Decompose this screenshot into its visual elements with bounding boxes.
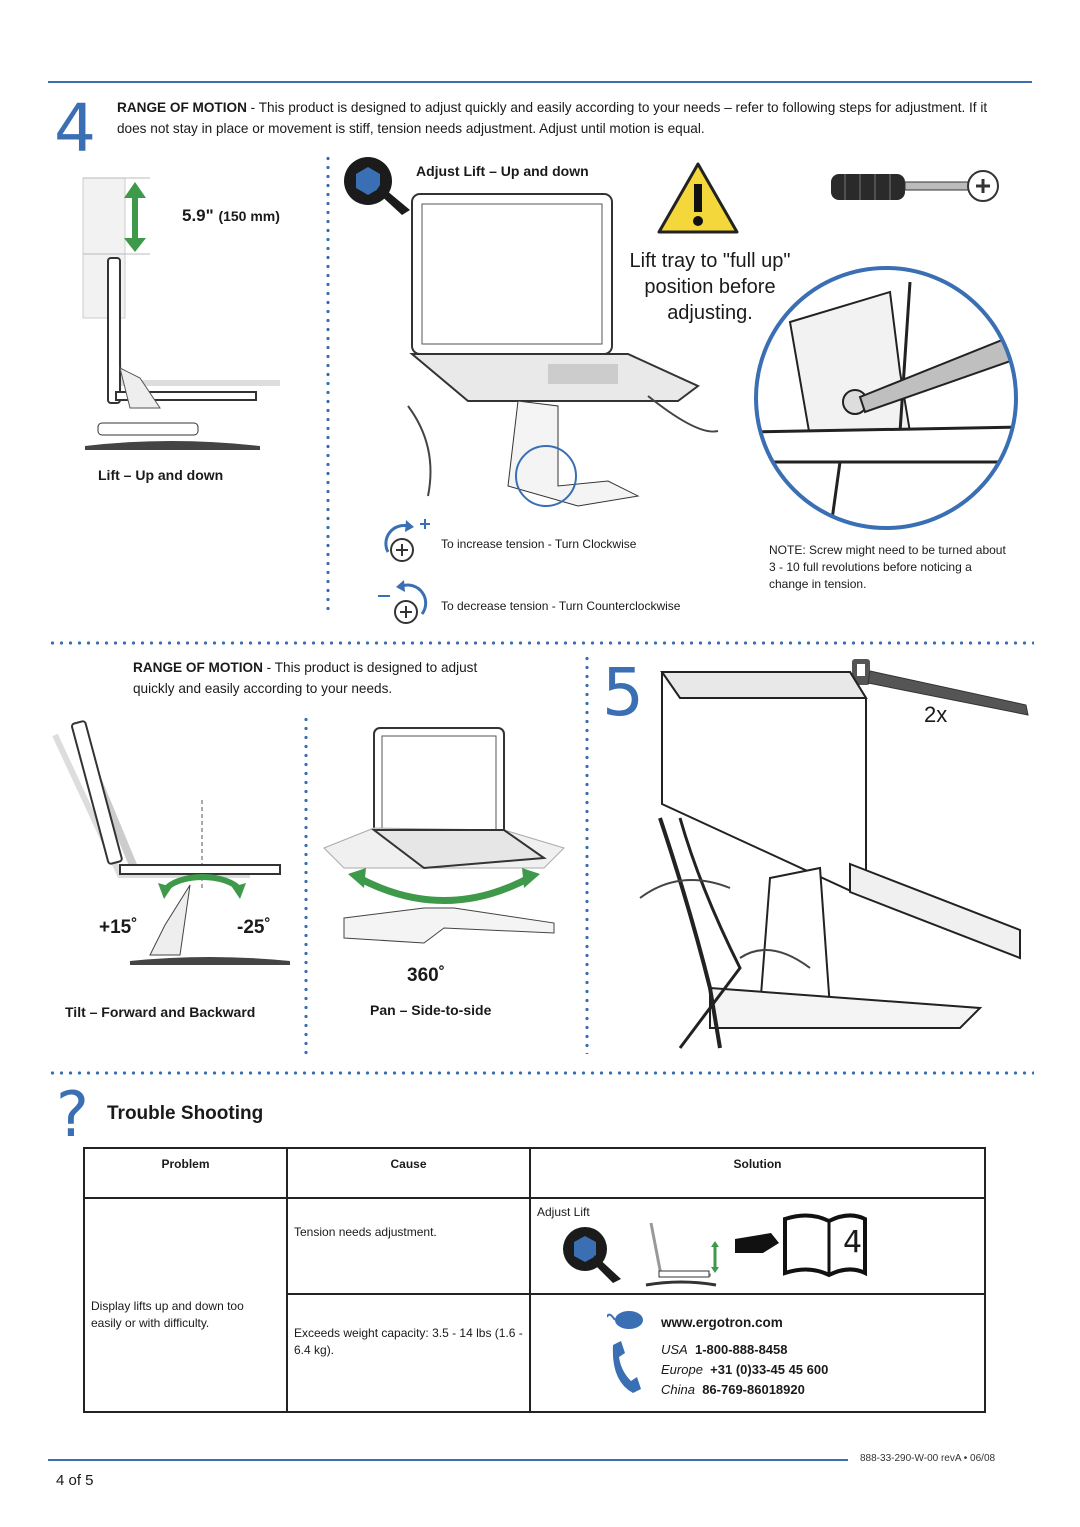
problem-cell: Display lifts up and down too easily or … [83, 1197, 288, 1413]
cause-text-2: Exceeds weight capacity: 3.5 - 14 lbs (1… [294, 1326, 523, 1357]
cable-management-illustration [639, 671, 1021, 1049]
tilt-plus: +15˚ [99, 917, 138, 938]
table-row: Display lifts up and down too easily or … [83, 1197, 986, 1413]
warning-text: Lift tray to "full up" position before a… [605, 248, 815, 326]
contact-china: China 86-769-86018920 [661, 1380, 828, 1400]
pan-caption: Pan – Side-to-side [370, 1002, 492, 1018]
phone-icon [612, 1341, 641, 1393]
step4-intro: RANGE OF MOTION - This product is design… [117, 97, 1017, 139]
tilt-minus: -25˚ [237, 917, 271, 938]
page-number: 4 of 5 [56, 1472, 94, 1489]
region-usa: USA [661, 1342, 688, 1357]
pan-angle: 360˚ [407, 965, 446, 986]
doc-number: 888-33-290-W-00 revA • 06/08 [860, 1453, 996, 1464]
divider-vertical [326, 154, 330, 612]
lift-height-mm: (150 mm) [218, 208, 280, 224]
increase-tension-text: To increase tension - Turn Clockwise [441, 537, 637, 551]
lift-arrow-icon [124, 182, 146, 252]
region-europe: Europe [661, 1362, 703, 1377]
warning-line-2: position before [644, 276, 776, 298]
header-solution: Solution [529, 1147, 986, 1199]
divider-vertical-2 [304, 715, 308, 1055]
contact-usa: USA 1-800-888-8458 [661, 1340, 828, 1360]
decrease-tension-text: To decrease tension - Turn Counterclockw… [441, 599, 681, 613]
lift-height-inches: 5.9" [182, 206, 214, 225]
problem-text: Display lifts up and down too easily or … [91, 1299, 244, 1330]
lift-height: 5.9" (150 mm) [182, 206, 280, 226]
motion-text: - This product is designed to adjust qui… [133, 660, 478, 696]
cause-cell-1: Tension needs adjustment. [286, 1197, 531, 1295]
lift-caption: Lift – Up and down [98, 467, 224, 483]
divider-vertical-3 [585, 654, 589, 1054]
motion-intro: RANGE OF MOTION - This product is design… [133, 657, 483, 699]
divider-horizontal-1 [48, 641, 1034, 645]
phone-usa[interactable]: 1-800-888-8458 [694, 1342, 788, 1357]
tilt-caption: Tilt – Forward and Backward [65, 1004, 256, 1020]
solution-adjust-lift-label: Adjust Lift [537, 1205, 590, 1219]
troubleshooting-table: Problem Cause Solution Display lifts up … [83, 1147, 986, 1413]
warning-icon [657, 162, 739, 234]
footer-rule [48, 1459, 848, 1461]
pan-illustration [323, 727, 565, 944]
see-step-book-icon [735, 1213, 867, 1278]
adjust-title: Adjust Lift – Up and down [416, 163, 589, 179]
step-number: 4 [54, 90, 96, 167]
phone-europe[interactable]: +31 (0)33-45 45 600 [710, 1362, 829, 1377]
website-link[interactable]: www.ergotron.com [661, 1315, 783, 1330]
tilt-illustration [52, 720, 290, 965]
contact-list: USA 1-800-888-8458 Europe +31 (0)33-45 4… [661, 1340, 828, 1400]
warning-line-1: Lift tray to "full up" [629, 250, 791, 272]
laptop-adjust-illustration [407, 193, 719, 507]
region-china: China [661, 1382, 695, 1397]
hex-wrench-icon-2 [563, 1227, 621, 1283]
header-problem: Problem [83, 1147, 288, 1199]
hex-wrench-icon [344, 157, 410, 215]
step5-number: 5 [602, 654, 644, 731]
cable-tie-icon [852, 659, 1029, 716]
note-text: NOTE: Screw might need to be turned abou… [769, 543, 1006, 591]
screwdriver-icon [831, 170, 999, 202]
troubleshooting-title: Trouble Shooting [107, 1103, 264, 1124]
question-icon: ? [56, 1078, 89, 1151]
lift-thumbnail-icon [645, 1222, 719, 1287]
detail-zoom-circle [754, 266, 1018, 530]
tie-count: 2x [924, 702, 948, 727]
top-rule [48, 81, 1032, 83]
mouse-icon [607, 1311, 643, 1329]
header-cause: Cause [286, 1147, 531, 1199]
counterclockwise-screw-icon [378, 580, 428, 624]
solution-cell-2: www.ergotron.com USA 1-800-888-8458 Euro… [529, 1293, 986, 1413]
divider-horizontal-2 [48, 1071, 1034, 1075]
contact-europe: Europe +31 (0)33-45 45 600 [661, 1360, 828, 1380]
warning-line-3: adjusting. [667, 302, 753, 324]
table-row: Exceeds weight capacity: 3.5 - 14 lbs (1… [84, 1293, 986, 1413]
cause-text-1: Tension needs adjustment. [294, 1225, 437, 1239]
table-header-row: Problem Cause Solution [83, 1147, 986, 1199]
book-step-number: 4 [843, 1225, 863, 1260]
clockwise-screw-icon [384, 519, 430, 562]
step4-text: - This product is designed to adjust qui… [117, 100, 988, 136]
lift-illustration [82, 177, 280, 450]
motion-heading: RANGE OF MOTION [133, 660, 263, 675]
step4-heading: RANGE OF MOTION [117, 100, 247, 115]
solution-cell-1: Adjust Lift 4 [529, 1197, 986, 1295]
phone-china[interactable]: 86-769-86018920 [702, 1382, 805, 1397]
cause-cell-2: Exceeds weight capacity: 3.5 - 14 lbs (1… [286, 1293, 531, 1413]
